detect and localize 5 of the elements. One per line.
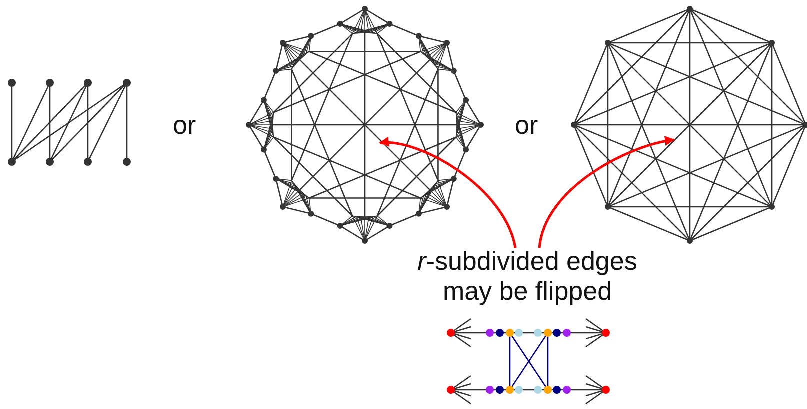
connector-word: or — [515, 110, 538, 141]
annotation-text: r-subdivided edges may be flipped — [416, 246, 638, 306]
arrow — [538, 136, 675, 248]
connector-word: or — [173, 110, 196, 141]
arrow — [379, 138, 517, 248]
